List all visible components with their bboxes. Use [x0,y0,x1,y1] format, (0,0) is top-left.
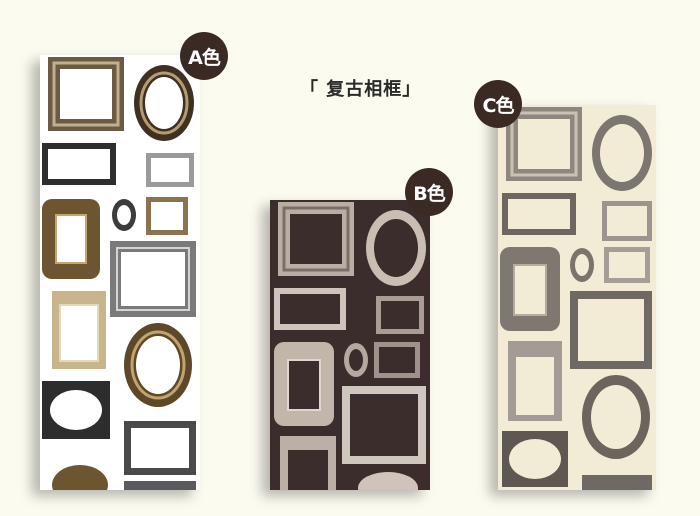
ornate-frame [52,465,108,490]
tape-sample-a [40,55,200,490]
variant-b-badge: B色 [405,168,453,216]
page-title: 「 复古相框」 [300,79,422,100]
variant-a-badge: A色 [180,32,228,80]
frames-illustration-a [42,57,196,490]
tape-sample-c [498,105,656,490]
tape-sample-b [270,200,430,490]
frames-illustration-c [500,107,652,490]
variant-c-badge: C色 [474,80,522,128]
frames-illustration-b [274,202,426,490]
